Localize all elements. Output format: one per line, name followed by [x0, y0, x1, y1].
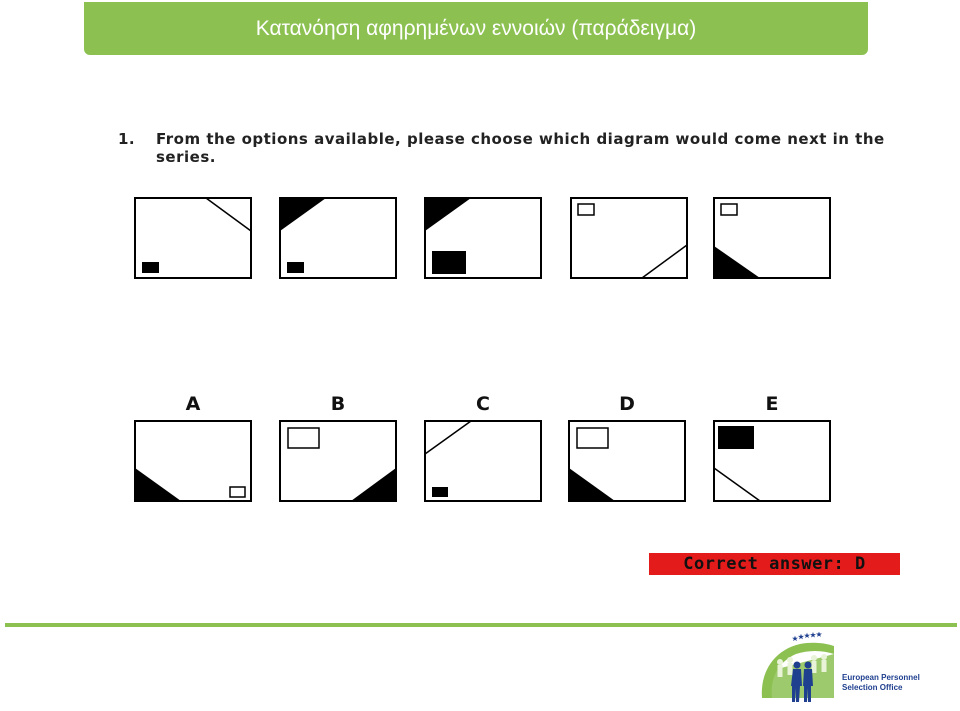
- page-title: Κατανόηση αφηρημένων εννοιών (παράδειγμα…: [255, 17, 697, 40]
- option-figure-e: [713, 420, 831, 502]
- series-figure-1: [134, 197, 252, 279]
- option-figure-c: [424, 420, 542, 502]
- option-figure-a: [134, 420, 252, 502]
- footer-divider: [5, 623, 957, 627]
- question-text: From the options available, please choos…: [156, 130, 885, 166]
- question-number: 1.: [118, 130, 136, 148]
- epso-logo-icon: [761, 632, 834, 702]
- logo-text: European Personnel Selection Office: [842, 673, 920, 692]
- option-figure-d: [568, 420, 686, 502]
- series-figure-4: [570, 197, 688, 279]
- option-label-b: B: [330, 393, 346, 415]
- option-label-e: E: [765, 393, 779, 415]
- series-figure-3: [424, 197, 542, 279]
- option-label-d: D: [619, 393, 635, 415]
- title-bar: Κατανόηση αφηρημένων εννοιών (παράδειγμα…: [84, 2, 868, 55]
- option-label-c: C: [476, 393, 490, 415]
- option-figure-b: [279, 420, 397, 502]
- series-figure-5: [713, 197, 831, 279]
- option-label-a: A: [185, 393, 201, 415]
- series-figure-2: [279, 197, 397, 279]
- correct-answer-highlight: Correct answer: D: [649, 553, 900, 575]
